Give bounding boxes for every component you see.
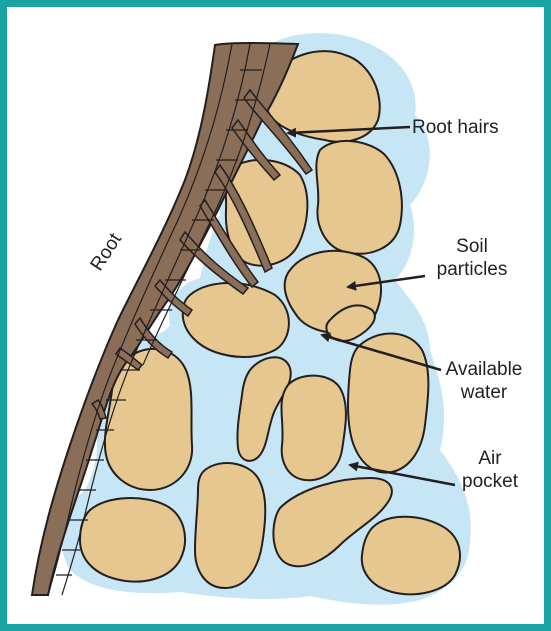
soil-particle (226, 160, 308, 266)
soil-particle (362, 517, 460, 595)
air-pocket-label-line1: Air (478, 448, 502, 469)
soil-particle (281, 376, 346, 481)
root-label: Root (87, 229, 127, 275)
soil-particles-label-line1: Soil (456, 236, 488, 257)
soil-particle (195, 463, 265, 588)
air-pocket-label-line2: pocket (462, 471, 519, 492)
soil-particle (80, 498, 185, 582)
available-water-label-line1: Available (446, 359, 523, 380)
available-water-label-line2: water (460, 382, 508, 403)
root-hairs-label: Root hairs (412, 117, 499, 138)
soil-particles-label-line2: particles (437, 259, 508, 280)
